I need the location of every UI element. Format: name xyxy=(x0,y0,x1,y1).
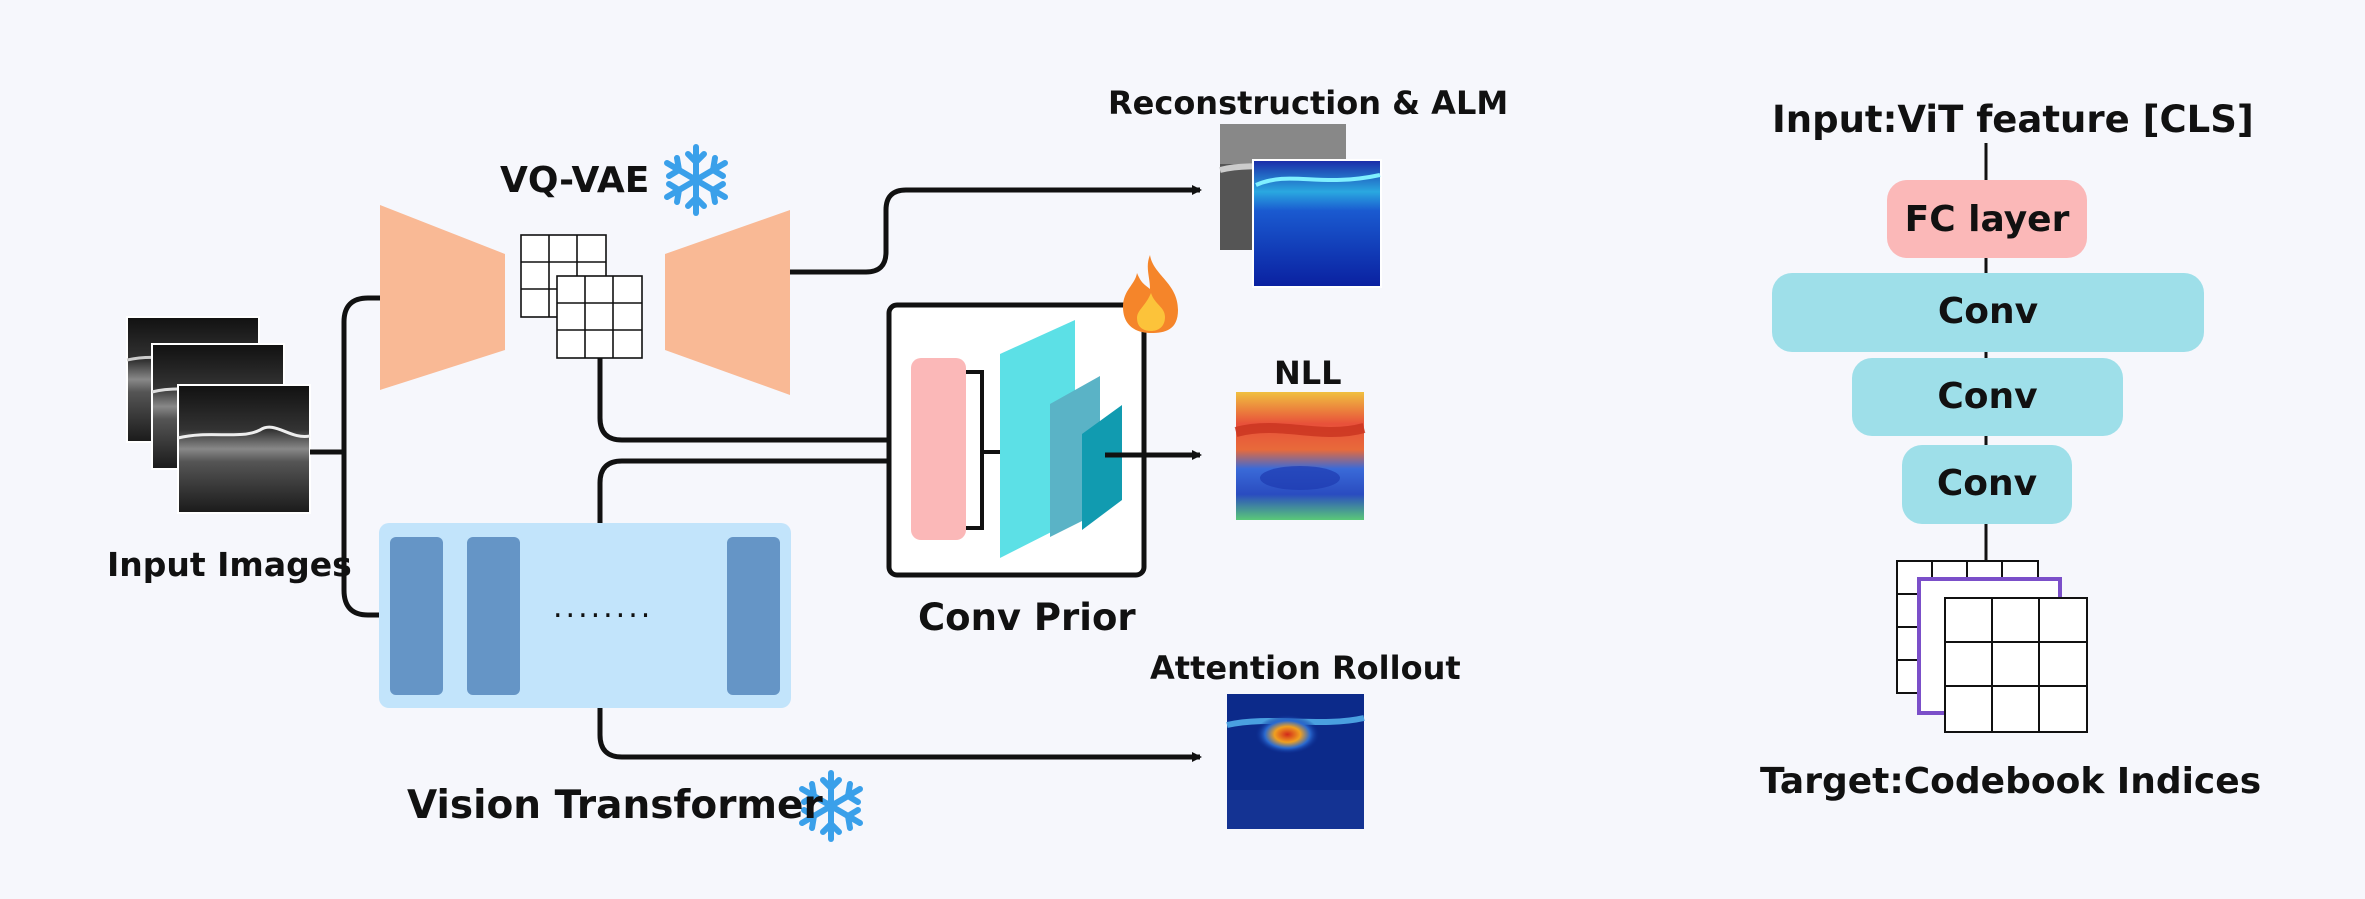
snowflake-icon xyxy=(664,144,728,216)
vision-transformer-panel xyxy=(379,523,791,708)
vit-to-prior-line xyxy=(597,458,888,523)
codebook-to-prior-line xyxy=(597,358,888,443)
vqvae-codebook-grid xyxy=(520,234,643,359)
reconstruction-image xyxy=(1219,124,1382,288)
vit-block-1 xyxy=(390,537,443,695)
input-images-label: Input Images xyxy=(107,545,352,584)
vision-transformer-label: Vision Transformer xyxy=(407,783,823,828)
vit-ellipsis: ........ xyxy=(553,590,654,625)
prior-target-label: Target:Codebook Indices xyxy=(1760,761,2262,802)
input-branch-lines xyxy=(310,295,380,618)
conv-prior-box xyxy=(886,302,1147,578)
conv-box-3 xyxy=(1902,445,2072,524)
recon-arrow xyxy=(790,185,1202,275)
conv-prior-label: Conv Prior xyxy=(918,596,1136,639)
rollout-arrow xyxy=(597,708,1202,762)
vit-block-2 xyxy=(467,537,520,695)
prior-input-label: Input:ViT feature [CLS] xyxy=(1772,98,2254,141)
nll-heatmap xyxy=(1234,392,1366,520)
vqvae-decoder xyxy=(665,210,790,395)
vit-block-n xyxy=(727,537,780,695)
fc-layer-box xyxy=(1887,180,2087,258)
target-grid xyxy=(1896,560,2088,733)
conv-box-2 xyxy=(1852,358,2123,436)
fc-layer-label: FC layer xyxy=(1904,199,2070,240)
conv-label-2: Conv xyxy=(1937,376,2038,417)
attention-rollout-label: Attention Rollout xyxy=(1150,649,1461,687)
prior-architecture xyxy=(1772,143,2204,733)
nll-label: NLL xyxy=(1274,354,1342,392)
conv-box-1 xyxy=(1772,273,2204,352)
attention-rollout-image xyxy=(1226,694,1365,829)
flame-icon xyxy=(1123,255,1178,333)
reconstruction-label: Reconstruction & ALM xyxy=(1108,84,1509,122)
conv-label-3: Conv xyxy=(1936,463,2038,504)
snowflake-icon xyxy=(799,770,863,842)
vqvae-label: VQ-VAE xyxy=(500,160,650,201)
vqvae-encoder xyxy=(380,205,505,390)
input-images-stack xyxy=(126,316,311,514)
conv-label-1: Conv xyxy=(1937,291,2039,332)
